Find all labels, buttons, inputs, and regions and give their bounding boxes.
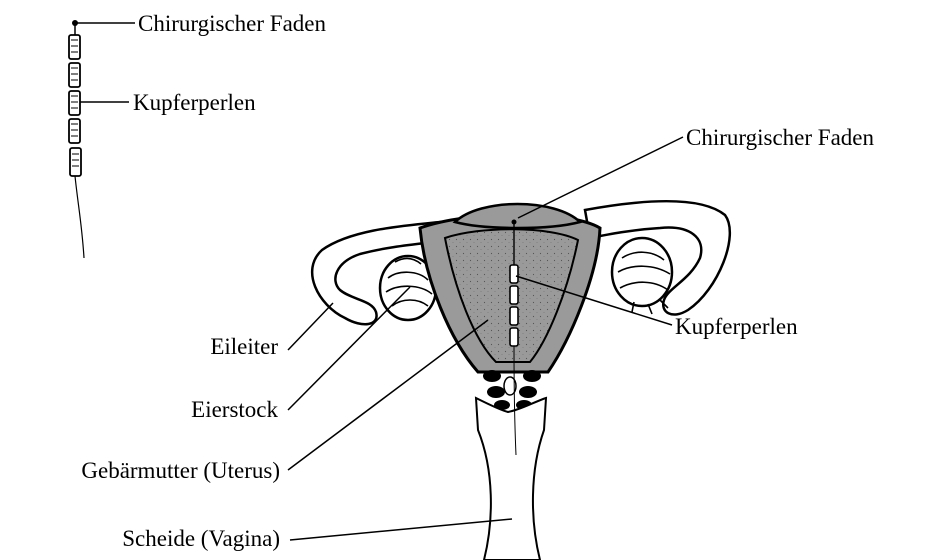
right-ovary (612, 238, 672, 314)
uterus-anatomy (312, 201, 730, 560)
label-ovary: Eierstock (191, 397, 278, 422)
label-fallopian-tube: Eileiter (210, 334, 278, 359)
label-device-thread: Chirurgischer Faden (138, 11, 327, 36)
label-uterus-beads: Kupferperlen (675, 314, 798, 339)
leader-vagina (290, 519, 512, 540)
leader-fallopian-tube (288, 303, 333, 350)
label-device-beads: Kupferperlen (133, 90, 256, 115)
uterus-fundus (455, 204, 580, 228)
device-copper-beads (69, 35, 81, 176)
device-tail-thread (75, 176, 84, 258)
leader-uterus (288, 320, 488, 470)
label-vagina: Scheide (Vagina) (122, 526, 280, 551)
vagina (476, 398, 546, 560)
iud-device (69, 20, 84, 258)
label-uterus-thread: Chirurgischer Faden (686, 125, 875, 150)
label-uterus: Gebärmutter (Uterus) (81, 458, 280, 483)
